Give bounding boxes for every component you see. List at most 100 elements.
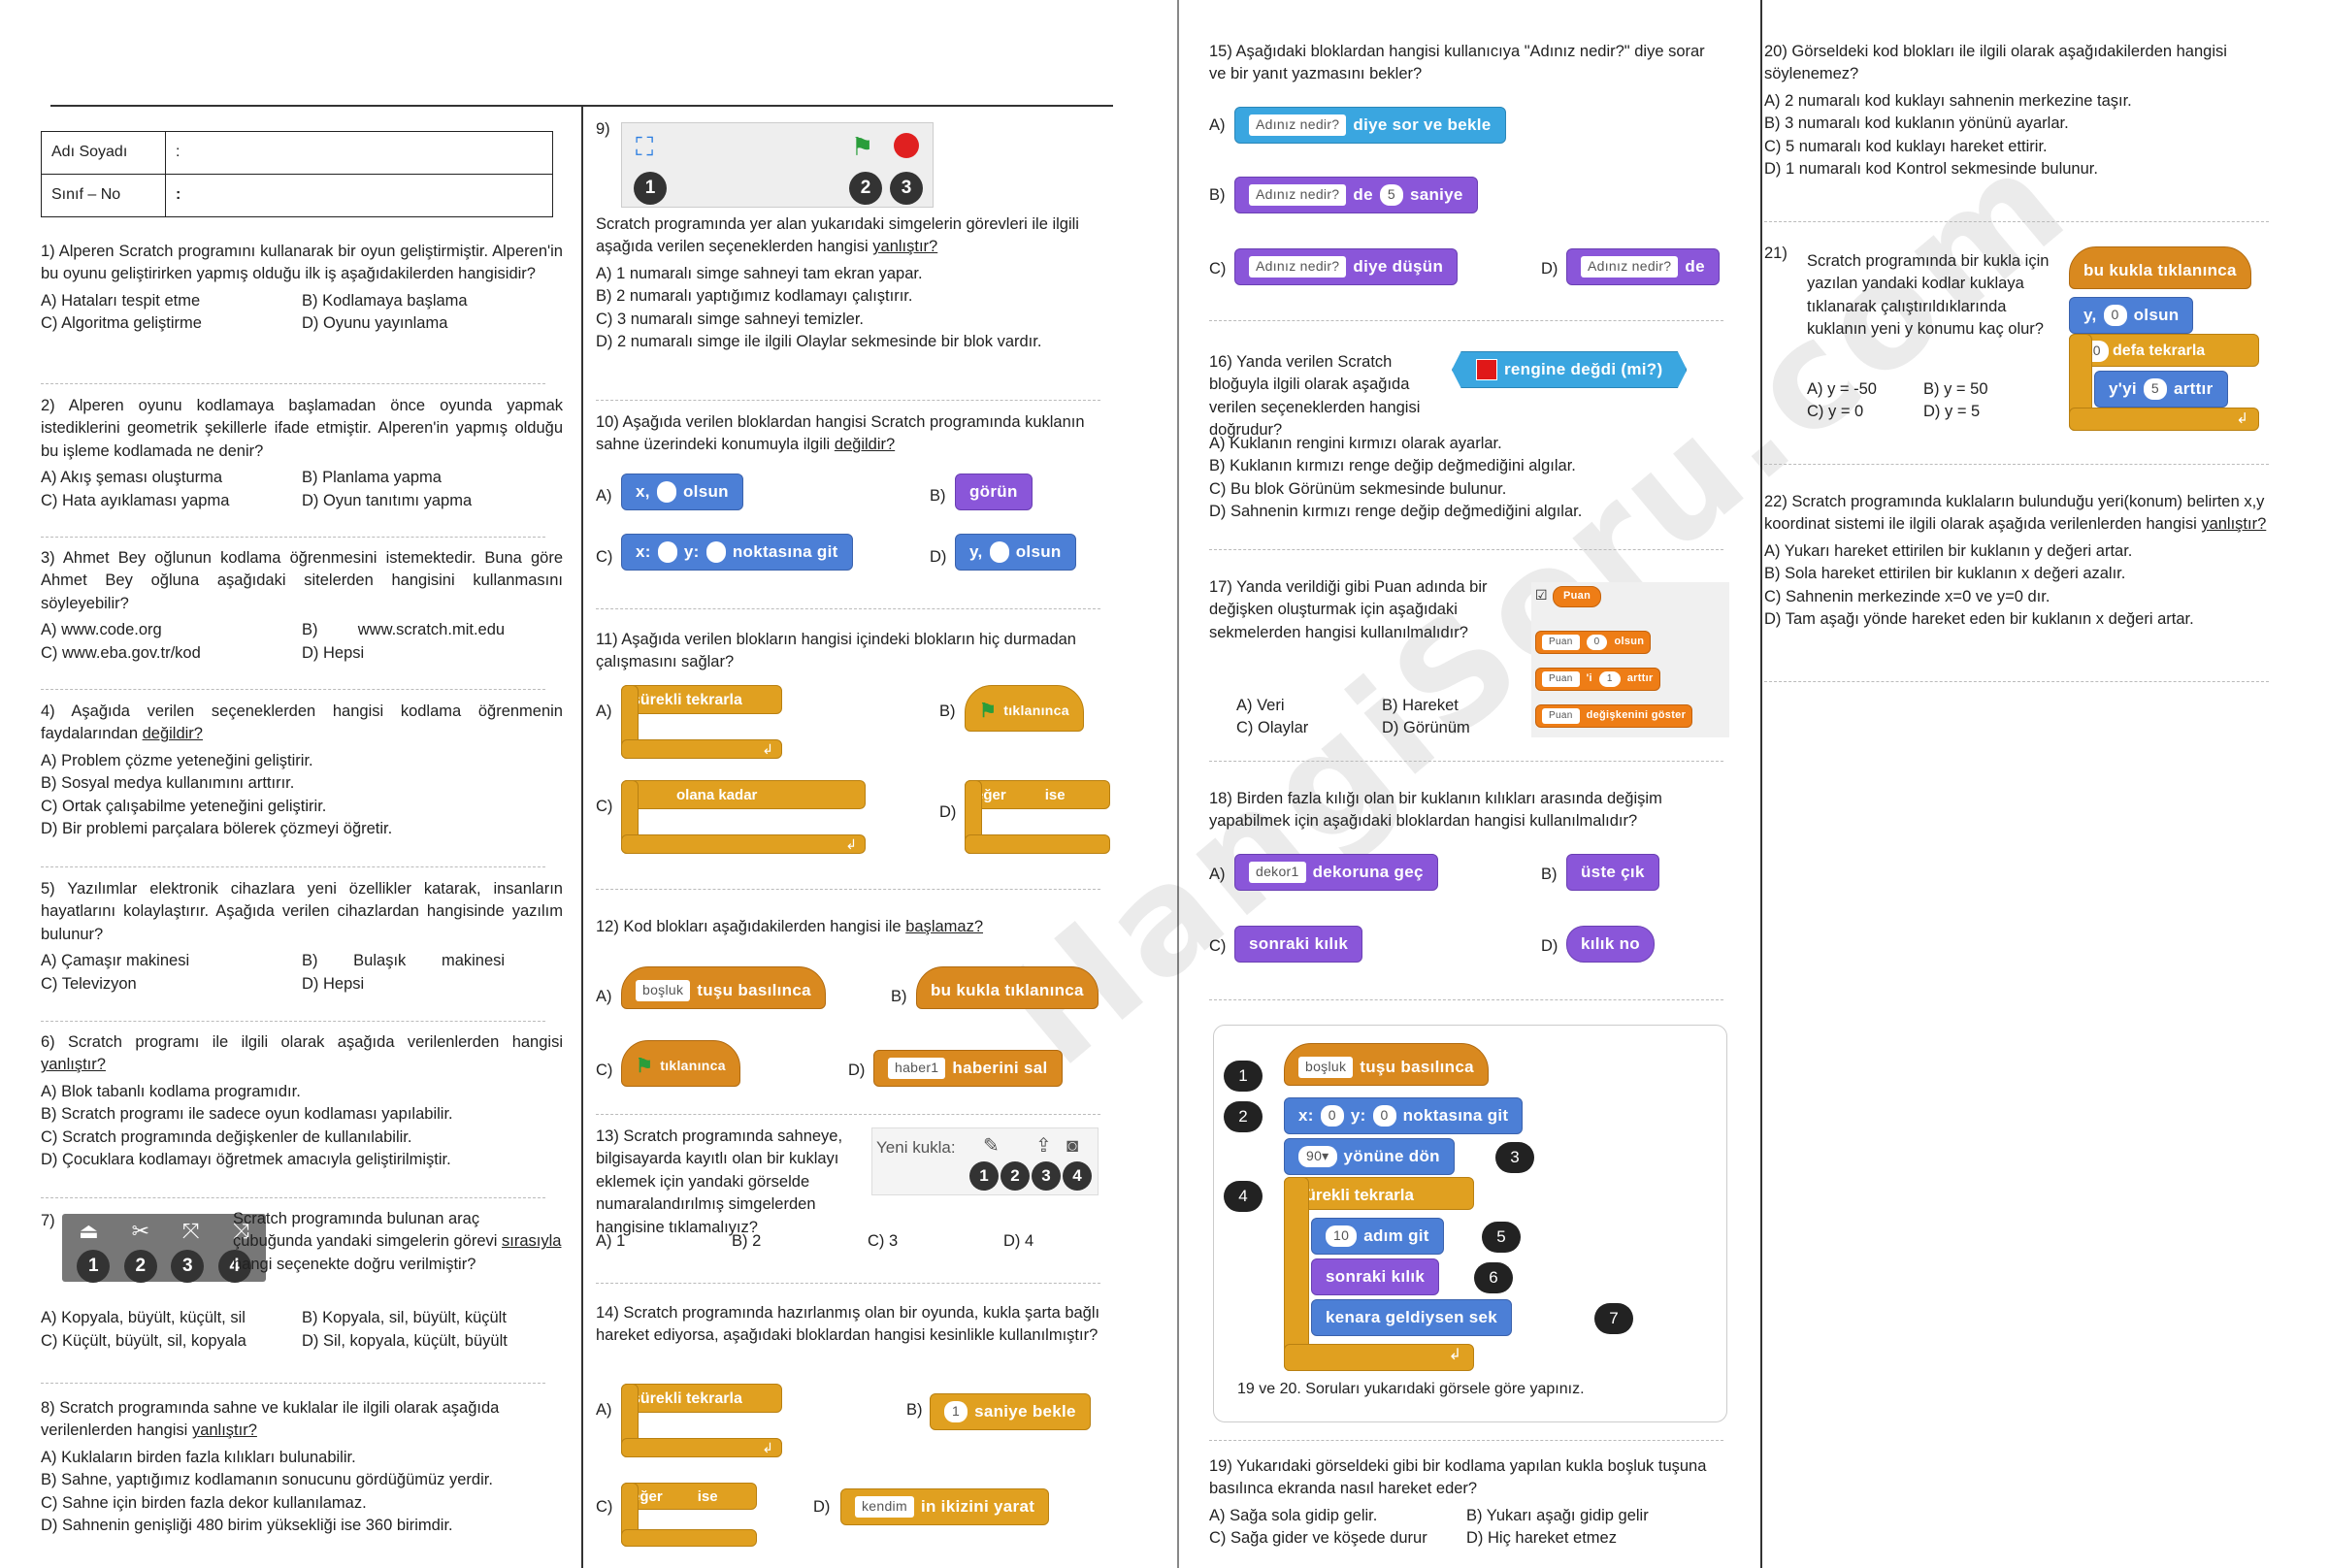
option-d[interactable]: D) bbox=[813, 1498, 831, 1516]
option-a[interactable]: A) Çamaşır makinesi bbox=[41, 952, 190, 970]
class-field[interactable]: : bbox=[165, 174, 553, 217]
option-c[interactable]: C) Algoritma geliştirme bbox=[41, 314, 202, 333]
option-b[interactable]: B) 2 bbox=[732, 1232, 762, 1250]
option-a[interactable]: A) Kuklaların birden fazla kılıkları bul… bbox=[41, 1448, 356, 1466]
option-c[interactable]: C) Olaylar bbox=[1236, 719, 1309, 737]
option-b[interactable]: B) Sosyal medya kullanımını arttırır. bbox=[41, 774, 295, 793]
option-c-block[interactable]: sonraki kılık bbox=[1234, 926, 1363, 964]
option-a[interactable]: A) 1 bbox=[596, 1232, 626, 1250]
option-b[interactable]: B) Kuklanın kırmızı renge değip değmediğ… bbox=[1209, 457, 1576, 475]
option-a-block[interactable]: sürekli tekrarla ↲ bbox=[621, 1384, 782, 1457]
option-b[interactable]: B) Yukarı aşağı gidip gelir bbox=[1466, 1506, 1649, 1524]
option-d[interactable]: D) Hepsi bbox=[302, 974, 365, 993]
option-c[interactable]: C) bbox=[1209, 937, 1227, 955]
option-b-block[interactable]: üste çık bbox=[1566, 854, 1659, 892]
option-a[interactable]: A) Kuklanın rengini kırmızı olarak ayarl… bbox=[1209, 435, 1502, 452]
option-b[interactable]: B) Scratch programı ile sadece oyun kodl… bbox=[41, 1105, 453, 1124]
option-d[interactable]: D) Sahnenin kırmızı renge değip değmediğ… bbox=[1209, 503, 1583, 521]
option-a[interactable]: A) 1 numaralı simge sahneyi tam ekran ya… bbox=[596, 264, 923, 282]
option-c[interactable]: C) 5 numaralı kod kuklayı hareket ettiri… bbox=[1764, 137, 2048, 155]
option-d[interactable]: D) Oyun tanıtımı yapma bbox=[302, 491, 473, 509]
option-b[interactable]: B) 2 numaralı yaptığımız kodlamayı çalış… bbox=[596, 287, 913, 306]
option-b[interactable]: B) Hareket bbox=[1382, 697, 1459, 714]
option-b[interactable]: B) bbox=[1209, 186, 1226, 204]
option-c[interactable]: C) Bu blok Görünüm sekmesinde bulunur. bbox=[1209, 479, 1507, 498]
option-d[interactable]: D) bbox=[939, 803, 957, 821]
option-d[interactable]: D) Oyunu yayınlama bbox=[302, 314, 448, 333]
option-d[interactable]: D) Sil, kopyala, küçült, büyült bbox=[302, 1332, 508, 1350]
option-a-block[interactable]: x, olsun bbox=[621, 474, 743, 511]
option-c[interactable]: C) Sahne için birden fazla dekor kullanı… bbox=[41, 1493, 367, 1512]
option-b[interactable]: B) www.scratch.mit.edu bbox=[302, 621, 506, 639]
option-d-block[interactable]: kılık no bbox=[1566, 926, 1655, 964]
option-d[interactable]: D) Hepsi bbox=[302, 643, 365, 662]
option-c[interactable]: C) Sağa gider ve köşede durur bbox=[1209, 1529, 1427, 1548]
variable-reporter[interactable]: Puan bbox=[1553, 586, 1602, 607]
option-c[interactable]: C) y = 0 bbox=[1807, 403, 1864, 421]
option-c[interactable]: C) bbox=[596, 1062, 613, 1079]
option-d[interactable]: D) Hiç hareket etmez bbox=[1466, 1529, 1617, 1548]
option-d[interactable]: D) 4 bbox=[1003, 1232, 1034, 1250]
option-b[interactable]: B) y = 50 bbox=[1923, 380, 1988, 398]
option-b[interactable]: B) bbox=[906, 1401, 923, 1419]
option-a[interactable]: A) Sağa sola gidip gelir. bbox=[1209, 1506, 1378, 1524]
option-c[interactable]: C) Ortak çalışabilme yeteneğini geliştir… bbox=[41, 797, 327, 815]
option-a[interactable]: A) bbox=[1209, 866, 1226, 883]
option-d[interactable]: D) bbox=[1541, 937, 1558, 955]
option-a[interactable]: A) Blok tabanlı kodlama programıdır. bbox=[41, 1082, 301, 1100]
option-b[interactable]: B) Planlama yapma bbox=[302, 469, 442, 487]
option-a[interactable]: A) bbox=[596, 702, 612, 720]
option-d[interactable]: D) bbox=[930, 548, 947, 566]
option-a[interactable]: A) y = -50 bbox=[1807, 380, 1877, 398]
option-d-block[interactable]: y, olsun bbox=[955, 534, 1076, 572]
option-c[interactable]: C) 3 bbox=[868, 1232, 899, 1250]
option-d[interactable]: D) 1 numaralı kod Kontrol sekmesinde bul… bbox=[1764, 160, 2098, 179]
option-b-block[interactable]: görün bbox=[955, 474, 1033, 511]
option-a[interactable]: A) bbox=[596, 1401, 612, 1419]
option-c[interactable]: C) Küçült, büyült, sil, kopyala bbox=[41, 1332, 246, 1350]
name-field[interactable]: : bbox=[165, 131, 553, 175]
option-c[interactable]: C) bbox=[1209, 260, 1227, 278]
option-b[interactable]: B) Kodlamaya başlama bbox=[302, 291, 468, 310]
option-c-block[interactable]: ⚑tıklanınca bbox=[621, 1040, 740, 1088]
option-d[interactable]: D) y = 5 bbox=[1923, 403, 1981, 421]
option-b[interactable]: B) bbox=[1541, 866, 1558, 883]
option-b[interactable]: B) bbox=[891, 988, 907, 1005]
option-c[interactable]: C) bbox=[596, 548, 613, 566]
option-d[interactable]: D) Tam aşağı yönde hareket eden bir kukl… bbox=[1764, 610, 2194, 629]
option-d[interactable]: D) Sahnenin genişliği 480 birim yüksekli… bbox=[41, 1517, 453, 1535]
option-a[interactable]: A) bbox=[596, 988, 612, 1005]
option-a[interactable]: A) www.code.org bbox=[41, 621, 162, 639]
option-b[interactable]: B) bbox=[939, 702, 956, 720]
option-b[interactable]: B) Bulaşık makinesi bbox=[302, 952, 506, 970]
option-d[interactable]: D) Çocuklara kodlamayı öğretmek amacıyla… bbox=[41, 1151, 451, 1169]
option-a[interactable]: A) bbox=[1209, 116, 1226, 134]
option-a[interactable]: A) 2 numaralı kod kuklayı sahnenin merke… bbox=[1764, 91, 2132, 110]
option-c[interactable]: C) Televizyon bbox=[41, 974, 137, 993]
option-d[interactable]: D) Görünüm bbox=[1382, 719, 1470, 737]
option-d[interactable]: D) Bir problemi parçalara bölerek çözmey… bbox=[41, 820, 393, 838]
option-a[interactable]: A) Akış şeması oluşturma bbox=[41, 469, 223, 487]
option-c[interactable]: C) Hata ayıklaması yapma bbox=[41, 491, 230, 509]
option-d[interactable]: D) bbox=[848, 1062, 866, 1079]
option-a-block[interactable]: Adınız nedir?diye sor ve bekle bbox=[1234, 107, 1506, 145]
option-c-block[interactable]: x: y: noktasına git bbox=[621, 534, 853, 572]
option-c[interactable]: C) www.eba.gov.tr/kod bbox=[41, 643, 201, 662]
option-a[interactable]: A) Hataları tespit etme bbox=[41, 291, 201, 310]
option-c[interactable]: C) Sahnenin merkezinde x=0 ve y=0 dır. bbox=[1764, 587, 2050, 605]
option-a-block[interactable]: sürekli tekrarla ↲ bbox=[621, 685, 782, 759]
option-d[interactable]: D) bbox=[1541, 260, 1558, 278]
option-c-block[interactable]: olana kadar tekrarla ↲ bbox=[621, 780, 866, 854]
option-b[interactable]: B) Sola hareket ettirilen bir kuklanın x… bbox=[1764, 565, 2126, 583]
option-b[interactable]: B) Sahne, yaptığımız kodlamanın sonucunu… bbox=[41, 1471, 493, 1489]
option-c[interactable]: C) bbox=[596, 798, 613, 815]
option-c[interactable]: C) 3 numaralı simge sahneyi temizler. bbox=[596, 310, 865, 328]
